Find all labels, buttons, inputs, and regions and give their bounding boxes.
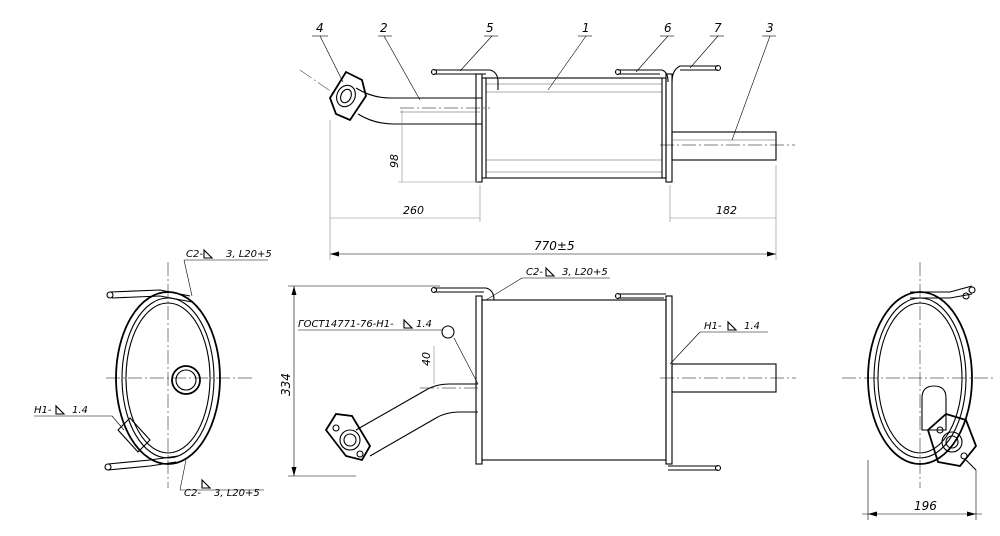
dim-334: 334	[279, 373, 293, 396]
weld-c2-bottom-value: 3, L20+5	[214, 488, 260, 499]
weld-h1-left-value: 1.4	[72, 405, 88, 416]
weld-c2-top-label: C2-	[186, 249, 203, 260]
weld-h1-right-value: 1.4	[744, 321, 760, 332]
right-end-view: 196	[842, 262, 996, 520]
inlet-flange-front	[324, 413, 372, 462]
weld-h1-right-label: H1-	[704, 321, 722, 332]
inlet-flange-top	[329, 70, 367, 122]
dim-196: 196	[914, 499, 937, 513]
inlet-pipe-top-edge	[355, 87, 482, 99]
callout-7: 7	[714, 21, 722, 35]
inlet-pipe-end	[921, 385, 947, 431]
hanger-5-top	[430, 68, 499, 90]
hanger-7-top	[671, 64, 722, 83]
inlet-centerline	[299, 69, 337, 96]
inlet-flange-end	[926, 412, 978, 467]
muffler-body-front	[481, 299, 667, 461]
front-view: C2- 3, L20+5 H1- 1.4 ГОСТ14771-76-H1- 1.…	[279, 266, 796, 477]
dim-770: 770±5	[534, 239, 575, 253]
dim-260: 260	[403, 204, 424, 217]
inlet-pipe-front-lower	[369, 411, 478, 457]
callout-1: 1	[582, 21, 590, 35]
callout-6: 6	[664, 21, 672, 35]
weld-c2-top-value: 3, L20+5	[226, 249, 272, 260]
callout-4: 4	[316, 21, 324, 35]
weld-c2-front-label: C2-	[526, 267, 543, 278]
weld-gost-label: ГОСТ14771-76-H1-	[298, 319, 394, 330]
weld-c2-front-value: 3, L20+5	[562, 267, 608, 278]
callout-2: 2	[380, 21, 388, 35]
outlet-opening	[171, 365, 201, 395]
top-view: 4 2 5 1 6 7 3 98 260 182 770±5	[299, 21, 795, 260]
weld-c2-bottom-label: C2-	[184, 488, 201, 499]
inlet-pipe-front-upper	[355, 383, 478, 431]
weld-h1-left-label: H1-	[34, 405, 52, 416]
weld-all-around-symbol	[441, 325, 455, 339]
dim-98: 98	[388, 154, 401, 168]
dim-40: 40	[420, 352, 433, 366]
outlet-pipe-top	[671, 131, 777, 161]
dim-182: 182	[716, 204, 737, 217]
hanger-6-top	[614, 68, 669, 83]
inlet-pipe-bottom-edge	[357, 113, 482, 125]
outlet-pipe-front	[671, 363, 777, 393]
muffler-body-top	[481, 77, 667, 179]
callout-3: 3	[766, 21, 774, 35]
weld-gost-value: 1.4	[416, 319, 432, 330]
callout-5: 5	[486, 21, 494, 35]
left-end-view: C2- 3, L20+5 C2- 3, L20+5 H1- 1.4	[34, 248, 272, 499]
